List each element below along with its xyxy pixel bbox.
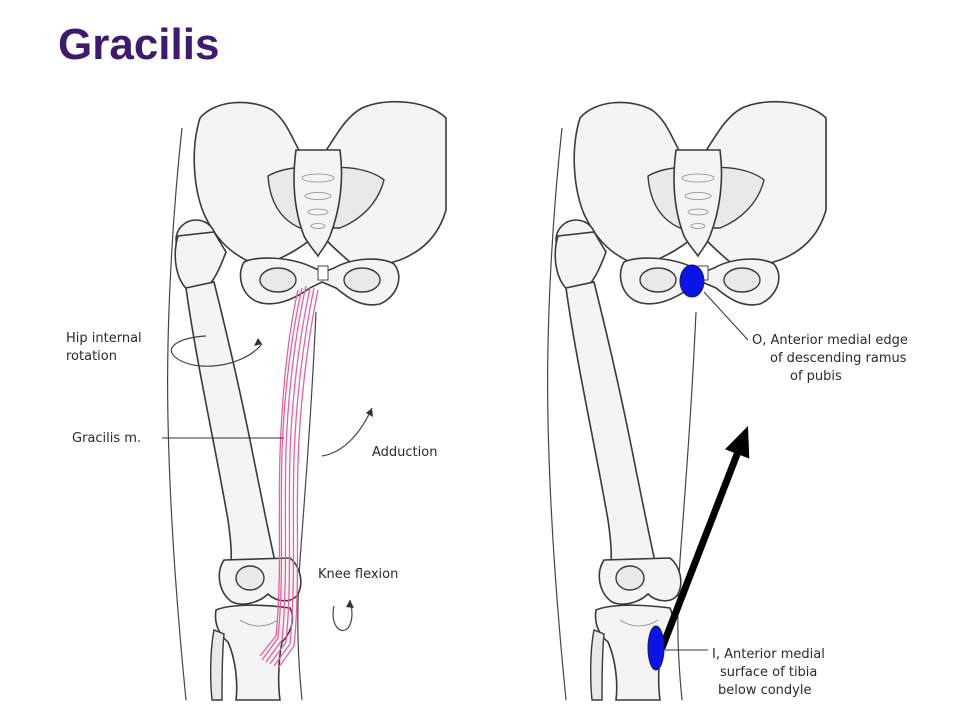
label-gracilis-m: Gracilis m. xyxy=(72,431,141,446)
label-hip-internal-rotation-2: rotation xyxy=(66,349,117,364)
label-knee-flexion: Knee flexion xyxy=(318,567,398,582)
left-pelvis-leg-illustration xyxy=(166,100,447,701)
insertion-label-line-1: I, Anterior medial xyxy=(712,647,825,662)
slide-title: Gracilis xyxy=(58,20,220,69)
label-hip-internal-rotation-1: Hip internal xyxy=(66,331,142,346)
insertion-marker xyxy=(647,625,665,671)
right-anatomy-panel: O, Anterior medial edge of descending ra… xyxy=(546,100,908,701)
origin-label-line-1: O, Anterior medial edge xyxy=(752,333,908,348)
insertion-label-line-2: surface of tibia xyxy=(720,665,817,680)
gracilis-muscle xyxy=(259,285,319,669)
origin-label-line-3: of pubis xyxy=(790,369,842,384)
line-of-pull-arrow xyxy=(658,426,750,650)
label-adduction: Adduction xyxy=(372,445,437,460)
origin-marker xyxy=(679,264,705,298)
right-pelvis-leg-illustration xyxy=(546,100,827,701)
left-anatomy-panel: Hip internal rotation Gracilis m. Adduct… xyxy=(66,100,447,701)
origin-label-line-2: of descending ramus xyxy=(770,351,907,366)
insertion-label-line-3: below condyle xyxy=(718,683,811,698)
